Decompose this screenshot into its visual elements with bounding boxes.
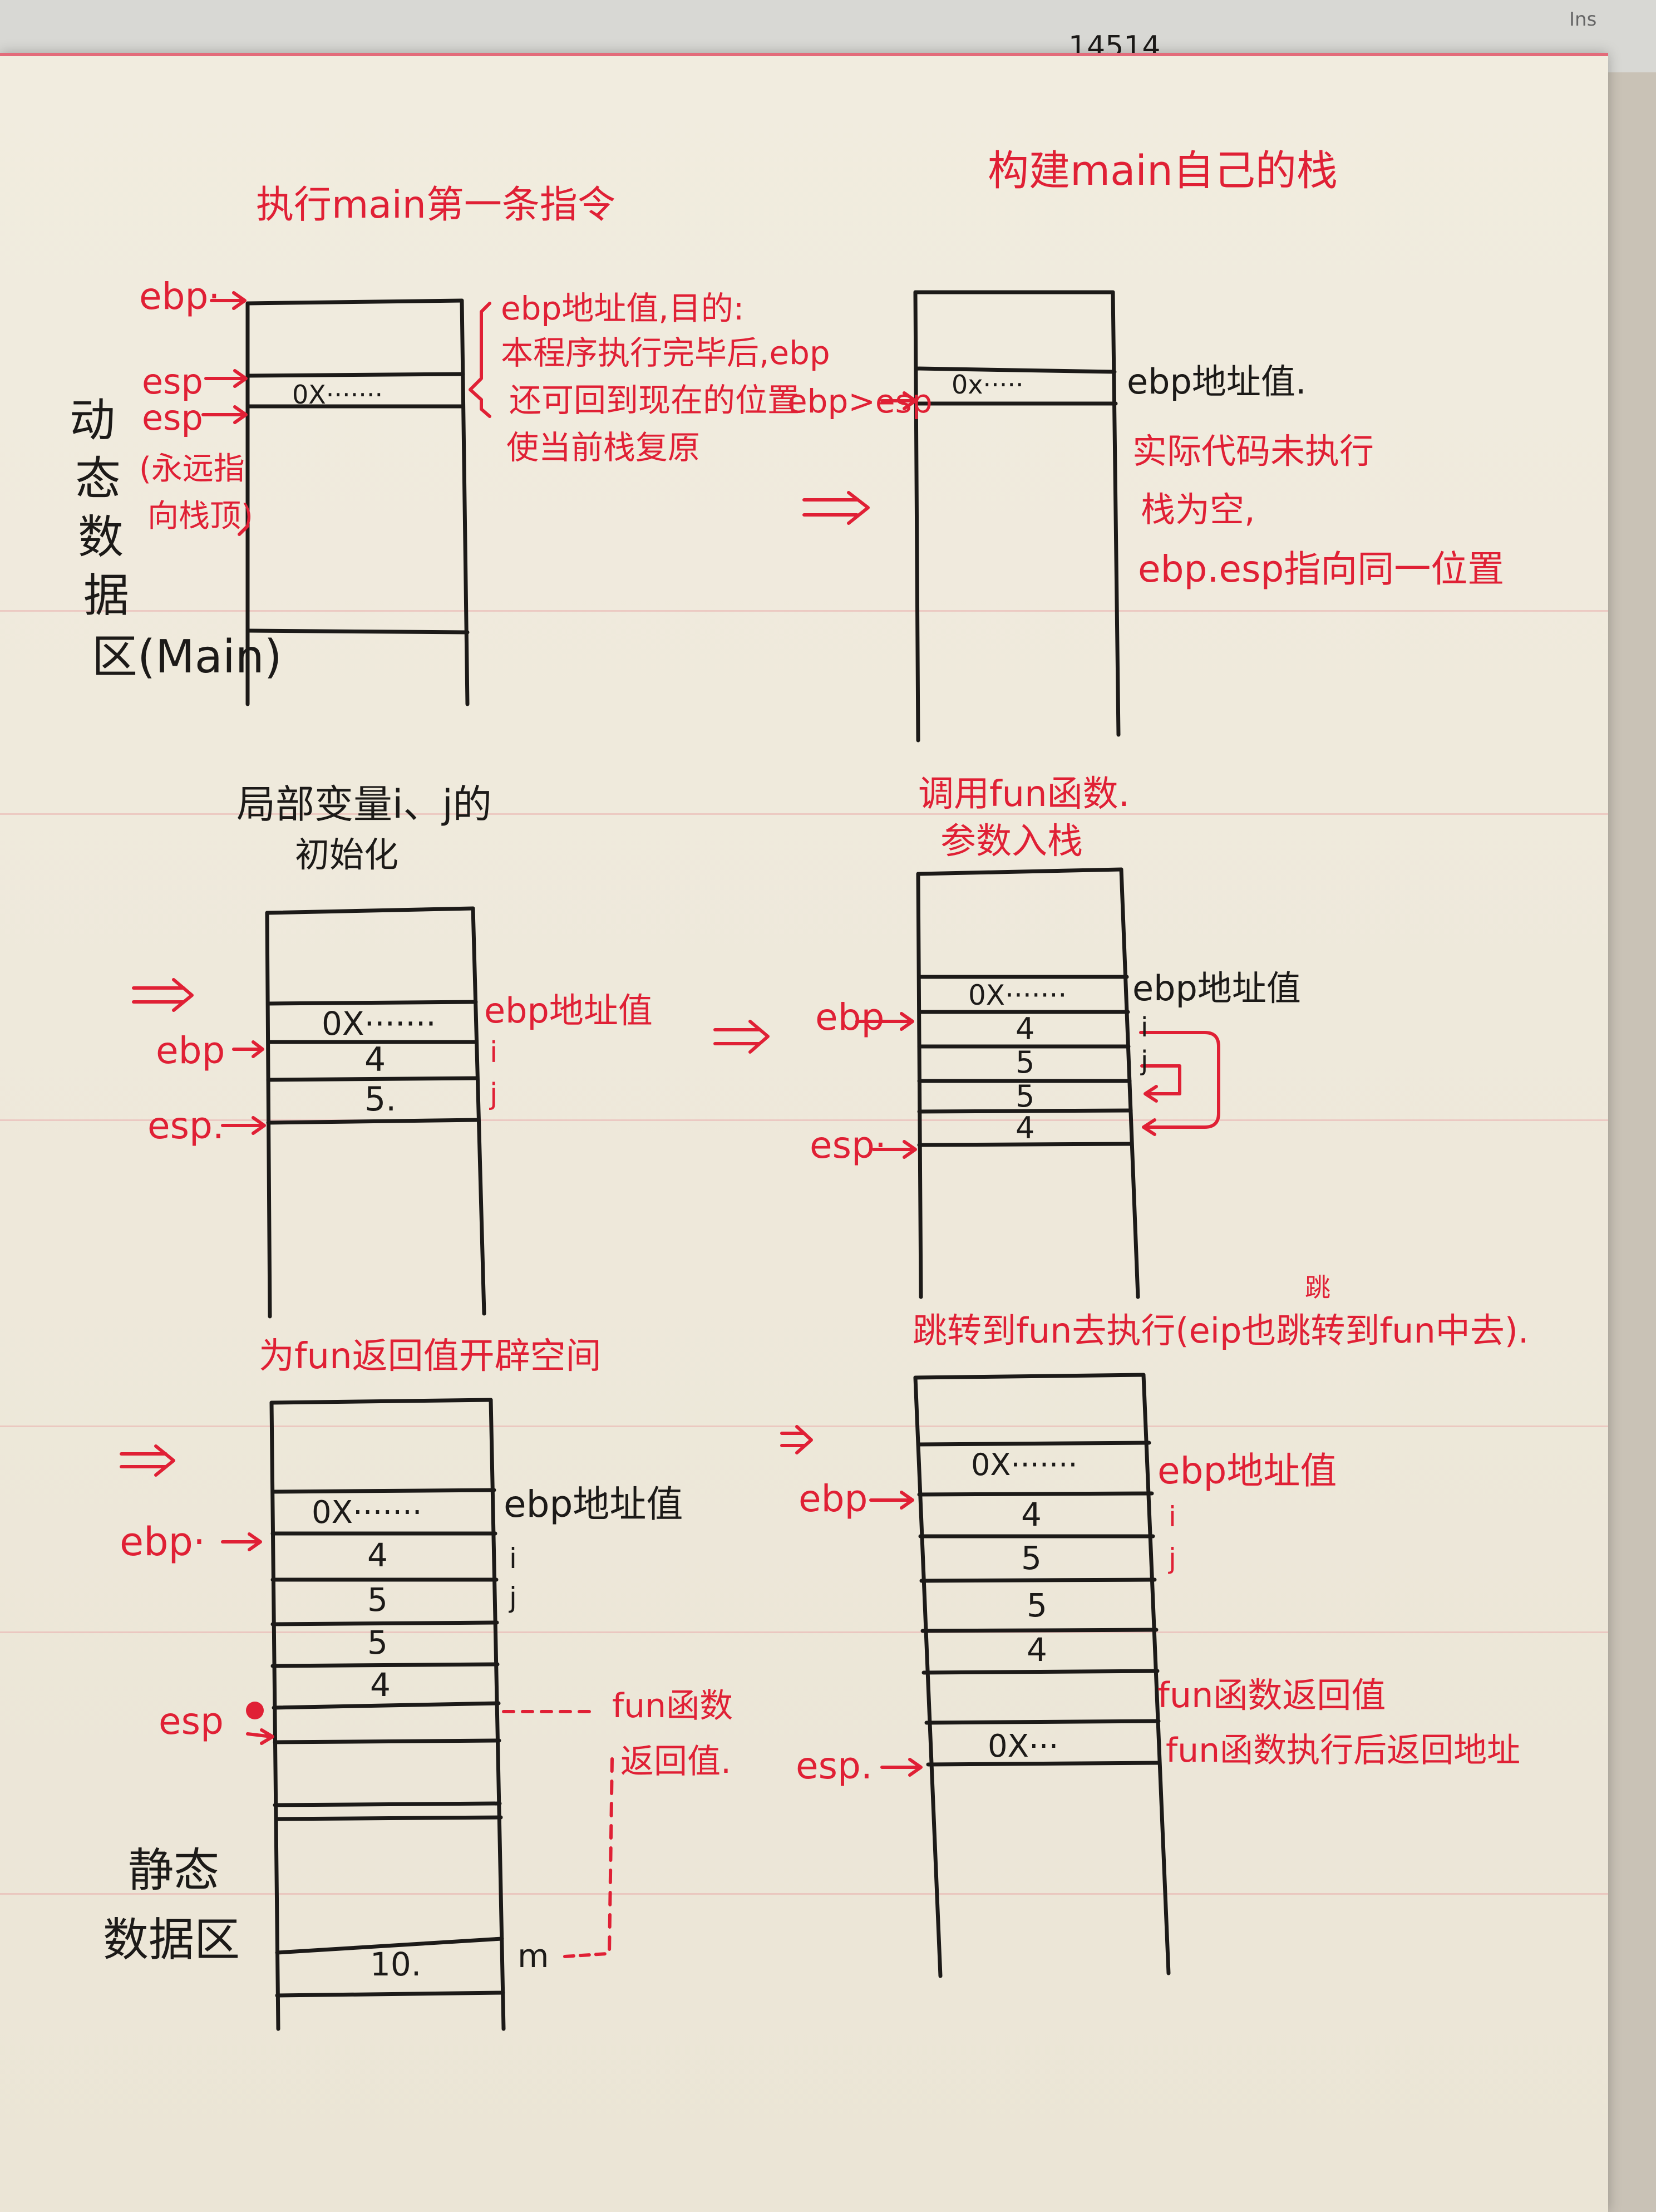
ink-dot — [246, 1702, 264, 1719]
panel6-i-label: i — [1169, 1501, 1176, 1533]
panel4-cell: 5 — [1016, 1045, 1035, 1080]
panel3-i-label: i — [490, 1036, 498, 1069]
panel3-esp-label: esp. — [147, 1104, 224, 1147]
panel3-title: 初始化 — [295, 834, 399, 875]
panel5-esp-label: esp — [159, 1700, 224, 1743]
side-label-char: 据 — [83, 569, 130, 622]
panel3-ebp-label: ebp — [156, 1029, 225, 1072]
panel6-cell: 4 — [1021, 1496, 1042, 1533]
side-label-main: 区(Main) — [92, 631, 282, 684]
panel3-cell: 5. — [364, 1080, 397, 1119]
panel4-cell: 0X······· — [968, 979, 1067, 1011]
panel1-cell: 0X······· — [292, 380, 383, 410]
panel1-note: 还可回到现在的位置 — [509, 381, 800, 419]
panel6-ebp-addr-label: ebp地址值 — [1157, 1449, 1337, 1492]
panel3-title: 局部变量i、j的 — [236, 781, 492, 827]
side-label-char: 态 — [75, 453, 121, 505]
panel3-j-label: j — [490, 1078, 498, 1111]
panel6-title: 跳转到fun去执行(eip也跳转到fun中去). — [913, 1310, 1529, 1351]
panel3-cell: 0X······· — [322, 1005, 436, 1043]
panel4-cell: 5 — [1016, 1079, 1035, 1114]
panel2-cell: 0x····· — [952, 370, 1024, 400]
panel6-j-label: j — [1169, 1542, 1176, 1575]
panel2-title: 构建main自己的栈 — [988, 147, 1338, 195]
stack-panel-3 — [265, 906, 486, 1319]
panel6-cell: 4 — [1027, 1631, 1047, 1669]
stack-panel-1 — [245, 298, 470, 706]
panel1-note: 本程序执行完毕后,ebp — [501, 334, 830, 372]
panel4-j-label: j — [1141, 1045, 1149, 1076]
panel4-cell: 4 — [1016, 1011, 1035, 1046]
panel4-ebp-label: ebp — [815, 996, 885, 1039]
panel5-note: fun函数 — [612, 1687, 733, 1726]
stack-panel-6 — [913, 1373, 1171, 1978]
panel2-note: 栈为空, — [1141, 489, 1255, 530]
panel6-cell: 5 — [1027, 1586, 1047, 1624]
panel5-i-label: i — [509, 1542, 517, 1575]
panel6-return-address-cell: 0X··· — [988, 1728, 1059, 1764]
panel6-cell: 0X······· — [971, 1447, 1078, 1482]
panel5-ebp-addr-label: ebp地址值 — [504, 1483, 683, 1526]
side-label-char: 动 — [70, 394, 116, 447]
panel5-cell: 0X······· — [312, 1495, 422, 1531]
panel4-cell: 4 — [1016, 1110, 1035, 1146]
corner-text: Ins — [1569, 8, 1597, 31]
ruled-line — [0, 1893, 1608, 1895]
panel6-cell: 5 — [1021, 1539, 1042, 1577]
panel5-cell: 5 — [367, 1581, 388, 1619]
panel5-title: 为fun返回值开辟空间 — [259, 1336, 602, 1377]
stack-panel-2 — [913, 290, 1121, 743]
panel5-j-label: j — [509, 1581, 517, 1614]
panel5-m-value: 10. — [370, 1945, 422, 1983]
panel6-return-value-label: fun函数返回值 — [1157, 1675, 1386, 1715]
ruled-line — [0, 813, 1608, 815]
panel1-title: 执行main第一条指令 — [256, 183, 615, 227]
panel1-esp-note: 向栈顶) — [147, 498, 253, 534]
panel5-cell: 4 — [367, 1536, 388, 1574]
panel4-ebp-addr-label: ebp地址值 — [1132, 968, 1301, 1009]
ebp-esp-label: ebp>esp — [787, 382, 933, 420]
panel5-note: 返回值. — [620, 1742, 732, 1781]
panel5-cell: 4 — [370, 1666, 391, 1704]
panel6-ebp-label: ebp — [799, 1477, 868, 1520]
panel6-title-insert: 跳 — [1305, 1272, 1330, 1302]
panel1-esp-label: esp — [142, 397, 203, 438]
static-area-label: 数据区 — [103, 1914, 240, 1967]
panel3-ebp-addr-label: ebp地址值 — [484, 990, 653, 1031]
panel6-return-address-label: fun函数执行后返回地址 — [1166, 1731, 1521, 1770]
panel1-esp-note: (永远指 — [139, 451, 245, 487]
ruled-line — [0, 1631, 1608, 1633]
panel5-cell: 5 — [367, 1624, 388, 1662]
panel6-esp-label: esp. — [796, 1744, 873, 1787]
panel4-i-label: i — [1141, 1012, 1149, 1043]
panel1-note: 使当前栈复原 — [506, 429, 701, 466]
panel2-note: 实际代码未执行 — [1132, 431, 1374, 471]
panel2-note: ebp.esp指向同一位置 — [1138, 548, 1505, 591]
ruled-line — [0, 1425, 1608, 1427]
panel1-note: ebp地址值,目的: — [501, 289, 745, 327]
panel4-esp-label: esp· — [810, 1124, 886, 1167]
panel4-title: 参数入栈 — [940, 821, 1083, 862]
panel5-m-label: m — [518, 1937, 549, 1975]
panel3-cell: 4 — [364, 1040, 386, 1079]
side-label-char: 数 — [78, 511, 124, 564]
static-area-label: 静态 — [128, 1844, 220, 1897]
panel1-ebp-label: ebp· — [139, 275, 220, 318]
stack-panel-5 — [269, 1398, 506, 2031]
panel5-ebp-label: ebp· — [120, 1519, 206, 1565]
ruled-line — [0, 610, 1608, 612]
panel4-title: 调用fun函数. — [918, 774, 1130, 815]
panel2-ebp-label: ebp地址值. — [1127, 361, 1307, 402]
panel1-esp-label: esp — [142, 361, 203, 402]
ruled-line — [0, 1119, 1608, 1121]
stack-panel-4 — [916, 867, 1140, 1299]
